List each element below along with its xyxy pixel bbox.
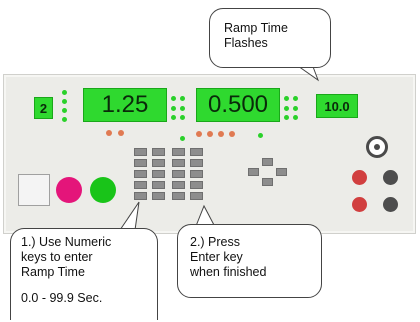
keypad-key[interactable] (134, 192, 147, 200)
keypad-key[interactable] (190, 159, 203, 167)
callout-text: Ramp Time (224, 21, 288, 35)
indicator-led-green (180, 136, 185, 141)
keypad-key[interactable] (134, 170, 147, 178)
keypad-key[interactable] (152, 148, 165, 156)
unit-led (284, 96, 289, 101)
callout-text: Enter key (190, 250, 243, 264)
unit-led (293, 115, 298, 120)
keypad-key[interactable] (190, 170, 203, 178)
indicator-led (229, 131, 235, 137)
status-led (62, 90, 67, 95)
indicator-led (106, 130, 112, 136)
numeric-keypad (134, 148, 214, 208)
start-button[interactable] (90, 177, 116, 203)
ramp-time-display: 0.500 (196, 88, 280, 122)
unit-led (180, 115, 185, 120)
callout-text: Ramp Time (21, 265, 85, 279)
indicator-led-green (258, 133, 263, 138)
keypad-key[interactable] (172, 148, 185, 156)
keypad-key[interactable] (152, 181, 165, 189)
keypad-key[interactable] (152, 192, 165, 200)
callout-text: keys to enter (21, 250, 93, 264)
right-display: 10.0 (316, 94, 358, 118)
unit-led (171, 106, 176, 111)
status-led (62, 117, 67, 122)
callout-text: Flashes (224, 36, 268, 50)
ramp-time-callout: Ramp Time Flashes (209, 8, 331, 68)
enter-key-callout: 2.) Press Enter key when finished (177, 224, 322, 298)
keypad-key[interactable] (172, 170, 185, 178)
unit-led (293, 106, 298, 111)
keypad-key[interactable] (190, 148, 203, 156)
numeric-keys-callout: 1.) Use Numeric keys to enter Ramp Time … (10, 228, 158, 320)
arrow-up-key[interactable] (262, 158, 273, 166)
keypad-key[interactable] (134, 148, 147, 156)
callout-text: 1.) Use Numeric (21, 235, 112, 249)
indicator-led (118, 130, 124, 136)
output-jack-red (352, 170, 367, 185)
status-led (62, 108, 67, 113)
keypad-key[interactable] (152, 159, 165, 167)
indicator-led (207, 131, 213, 137)
power-switch[interactable] (18, 174, 50, 206)
callout-text: when finished (190, 265, 267, 279)
indicator-led (196, 131, 202, 137)
status-led (62, 99, 67, 104)
voltage-display: 1.25 (83, 88, 167, 122)
arrow-left-key[interactable] (248, 168, 259, 176)
unit-led (171, 115, 176, 120)
unit-led (180, 96, 185, 101)
output-jack-red (352, 197, 367, 212)
unit-led (284, 115, 289, 120)
arrow-right-key[interactable] (276, 168, 287, 176)
output-jack-black (383, 170, 398, 185)
arrow-down-key[interactable] (262, 178, 273, 186)
keypad-key[interactable] (152, 170, 165, 178)
stop-button[interactable] (56, 177, 82, 203)
keypad-key[interactable] (134, 181, 147, 189)
enter-key[interactable] (172, 192, 185, 200)
ground-jack (366, 136, 388, 158)
callout-text: 2.) Press (190, 235, 241, 249)
keypad-key[interactable] (172, 181, 185, 189)
output-jack-black (383, 197, 398, 212)
keypad-key[interactable] (190, 181, 203, 189)
keypad-key[interactable] (134, 159, 147, 167)
unit-led (293, 96, 298, 101)
unit-led (171, 96, 176, 101)
range-text: 0.0 - 99.9 Sec. (21, 291, 103, 305)
channel-display: 2 (34, 97, 53, 119)
unit-led (284, 106, 289, 111)
keypad-key[interactable] (172, 159, 185, 167)
keypad-key[interactable] (190, 192, 203, 200)
unit-led (180, 106, 185, 111)
indicator-led (218, 131, 224, 137)
